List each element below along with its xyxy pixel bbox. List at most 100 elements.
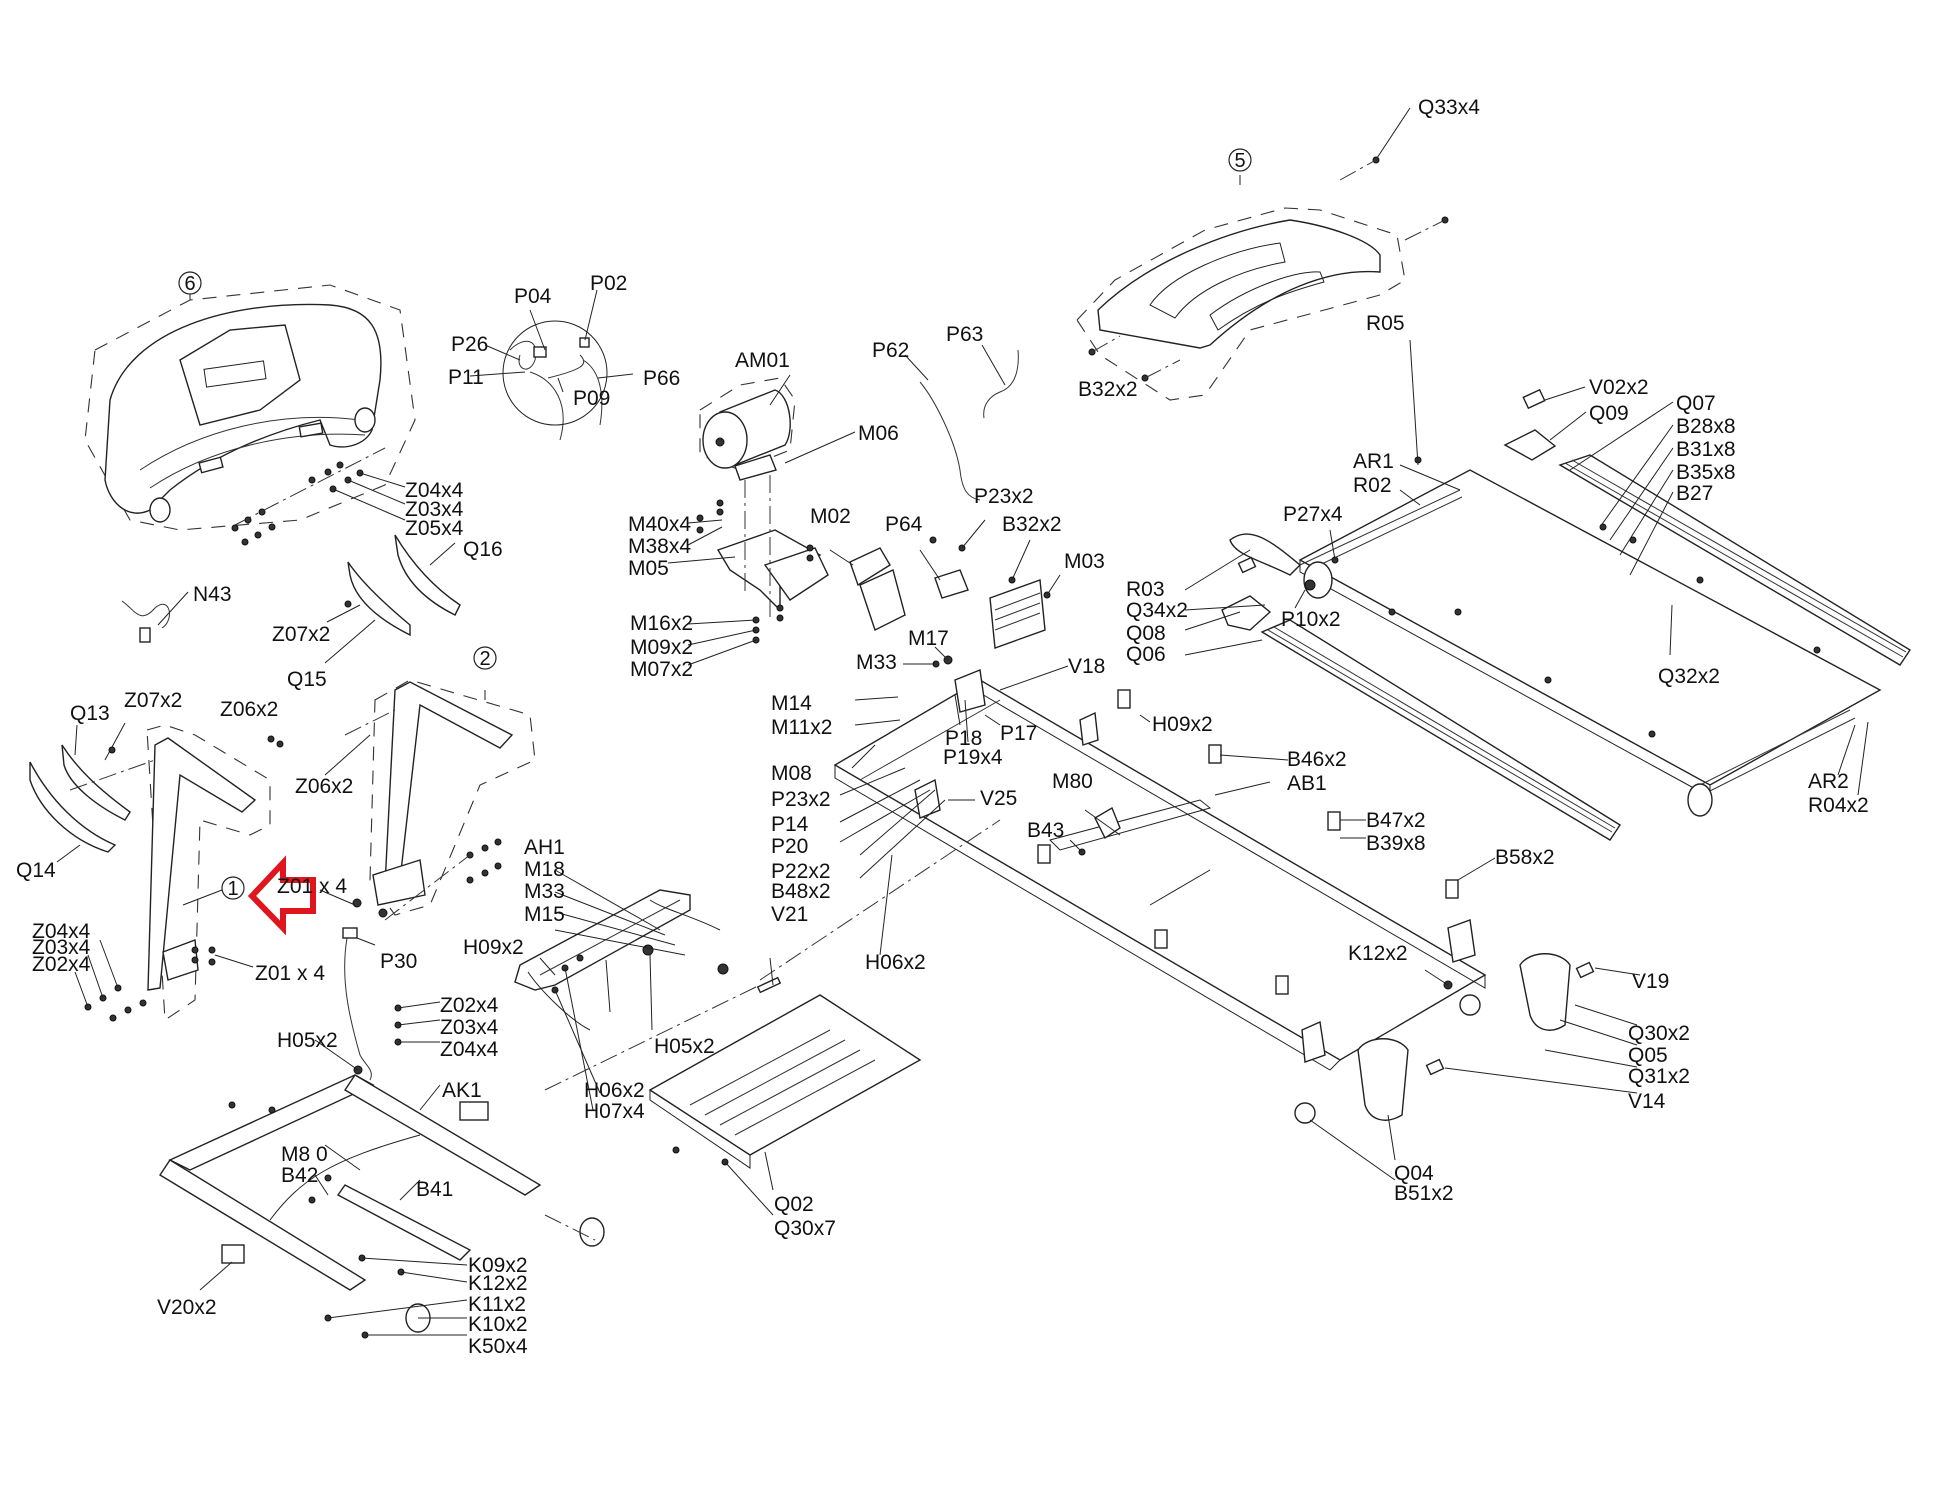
upright-2 bbox=[324, 679, 536, 921]
main-frame bbox=[759, 665, 1496, 1071]
label-q07: Q07 bbox=[1676, 392, 1716, 415]
motor-controller-parts bbox=[829, 519, 1061, 668]
label-m38x4: M38x4 bbox=[628, 535, 691, 558]
label-h07x4: H07x4 bbox=[584, 1100, 645, 1123]
label-p18: P18 bbox=[945, 727, 982, 750]
label-q06: Q06 bbox=[1126, 643, 1166, 666]
label-p63: P63 bbox=[946, 323, 983, 346]
label-p14: P14 bbox=[771, 813, 809, 836]
label-m15: M15 bbox=[524, 903, 565, 926]
label-m03: M03 bbox=[1064, 550, 1105, 573]
base-frame-ak1 bbox=[159, 1001, 605, 1339]
label-m14: M14 bbox=[771, 692, 812, 715]
label-k12x2-left: K12x2 bbox=[468, 1272, 528, 1295]
label-am01: AM01 bbox=[735, 349, 790, 372]
label-h06x2-mid: H06x2 bbox=[584, 1079, 645, 1102]
label-z06x2-b: Z06x2 bbox=[295, 775, 353, 798]
label-m08: M08 bbox=[771, 762, 812, 785]
label-m80-lower: M8 0 bbox=[281, 1143, 328, 1166]
label-k12x2-right: K12x2 bbox=[1348, 942, 1408, 965]
label-b31x8: B31x8 bbox=[1676, 438, 1736, 461]
label-ab1: AB1 bbox=[1287, 772, 1327, 795]
label-b43: B43 bbox=[1027, 819, 1064, 842]
motor-assembly bbox=[667, 374, 856, 666]
callout-5: 5 bbox=[1228, 148, 1252, 172]
label-p23x2-top: P23x2 bbox=[974, 485, 1034, 508]
safety-key-n43 bbox=[121, 591, 189, 643]
label-v14: V14 bbox=[1628, 1090, 1666, 1113]
label-z05x4: Z05x4 bbox=[405, 517, 464, 540]
label-q09: Q09 bbox=[1589, 402, 1629, 425]
label-ah1: AH1 bbox=[524, 836, 565, 859]
label-z03x4-left: Z03x4 bbox=[32, 936, 91, 959]
label-z01x4-arrow: Z01 x 4 bbox=[277, 875, 347, 898]
label-h06x2-right: H06x2 bbox=[865, 951, 926, 974]
label-z02x4-left: Z02x4 bbox=[32, 953, 91, 976]
label-b42: B42 bbox=[281, 1164, 318, 1187]
label-q14: Q14 bbox=[16, 859, 56, 882]
label-q34x2: Q34x2 bbox=[1126, 599, 1188, 622]
callout-number: 5 bbox=[1234, 150, 1245, 172]
label-b32x2-top: B32x2 bbox=[1078, 378, 1138, 401]
label-v21: V21 bbox=[771, 903, 808, 926]
callout-number: 2 bbox=[479, 648, 490, 670]
callout-2: 2 bbox=[473, 646, 497, 670]
label-p10x2: P10x2 bbox=[1281, 608, 1341, 631]
callout-number: 6 bbox=[184, 273, 195, 295]
highlight-arrow bbox=[247, 855, 316, 936]
label-k09x2: K09x2 bbox=[468, 1254, 528, 1277]
label-p19x4: P19x4 bbox=[943, 746, 1003, 769]
label-r02: R02 bbox=[1353, 474, 1392, 497]
label-k50x4: K50x4 bbox=[468, 1335, 528, 1358]
label-v19: V19 bbox=[1632, 970, 1669, 993]
label-q04: Q04 bbox=[1394, 1162, 1434, 1185]
label-z04x4-top: Z04x4 bbox=[405, 479, 464, 502]
motor-hood-assembly bbox=[1076, 107, 1449, 401]
deck-assembly bbox=[1184, 339, 1911, 841]
label-ar2: AR2 bbox=[1808, 770, 1849, 793]
label-r05: R05 bbox=[1366, 312, 1405, 335]
label-m80: M80 bbox=[1052, 770, 1093, 793]
label-b58x2: B58x2 bbox=[1495, 846, 1555, 869]
label-p26: P26 bbox=[451, 333, 488, 356]
label-p04: P04 bbox=[514, 285, 552, 308]
label-p11: P11 bbox=[448, 366, 484, 389]
label-m02: M02 bbox=[810, 505, 851, 528]
label-p64: P64 bbox=[885, 513, 923, 536]
label-z04x4-left: Z04x4 bbox=[32, 920, 91, 943]
label-n43: N43 bbox=[193, 583, 232, 606]
label-q33x4: Q33x4 bbox=[1418, 96, 1480, 119]
incline-bracket-ah1 bbox=[514, 869, 761, 1111]
label-z03x4-top: Z03x4 bbox=[405, 498, 464, 521]
callout-number: 1 bbox=[227, 878, 238, 900]
label-v18: V18 bbox=[1068, 655, 1105, 678]
label-b27: B27 bbox=[1676, 482, 1713, 505]
label-q30x2: Q30x2 bbox=[1628, 1022, 1690, 1045]
label-k11x2: K11x2 bbox=[468, 1293, 526, 1316]
label-p09: P09 bbox=[573, 387, 610, 410]
label-v02x2: V02x2 bbox=[1589, 376, 1649, 399]
label-m16x2: M16x2 bbox=[630, 612, 693, 635]
label-r03: R03 bbox=[1126, 578, 1165, 601]
label-h05x2-left: H05x2 bbox=[277, 1029, 338, 1052]
label-k10x2: K10x2 bbox=[468, 1313, 528, 1336]
label-b28x8: B28x8 bbox=[1676, 415, 1736, 438]
label-v20x2: V20x2 bbox=[157, 1296, 217, 1319]
label-p23x2-mid: P23x2 bbox=[771, 788, 831, 811]
label-m09x2: M09x2 bbox=[630, 636, 693, 659]
label-m33-top: M33 bbox=[856, 651, 897, 674]
label-m05: M05 bbox=[628, 557, 669, 580]
sensor-p30 bbox=[342, 927, 376, 1081]
callout-6: 6 bbox=[178, 271, 202, 295]
label-p30: P30 bbox=[380, 950, 417, 973]
sensor-wires bbox=[904, 344, 1019, 501]
label-b46x2: B46x2 bbox=[1287, 748, 1347, 771]
label-q16: Q16 bbox=[463, 538, 503, 561]
console-assembly bbox=[84, 284, 416, 546]
label-p02: P02 bbox=[590, 272, 627, 295]
label-m18: M18 bbox=[524, 858, 565, 881]
label-b41: B41 bbox=[416, 1178, 453, 1201]
label-h09x2-right: H09x2 bbox=[1152, 713, 1213, 736]
label-m06: M06 bbox=[858, 422, 899, 445]
label-m33-mid: M33 bbox=[524, 880, 565, 903]
